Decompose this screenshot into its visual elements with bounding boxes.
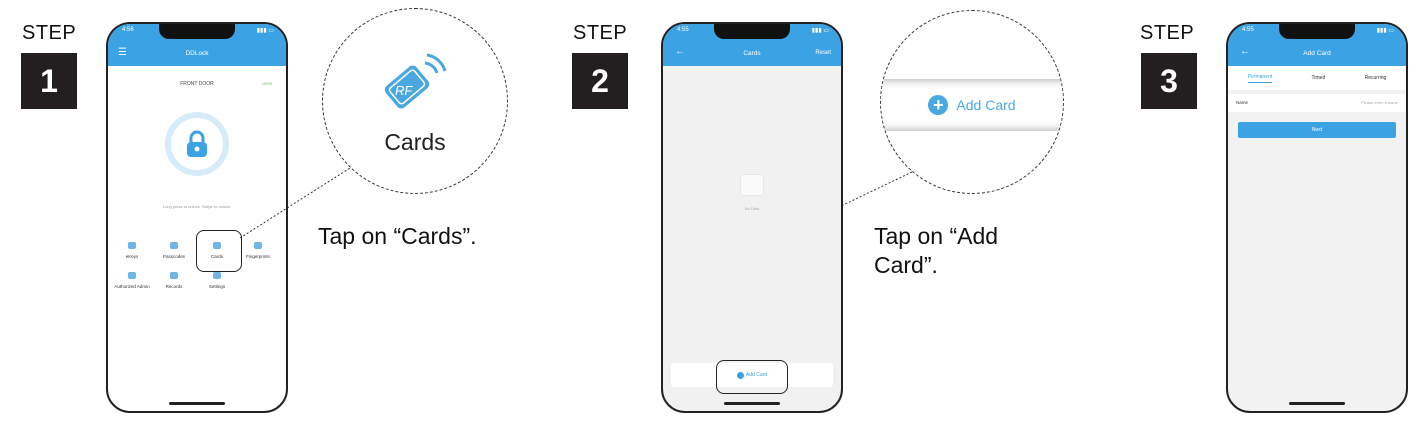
- step-3-label: STEP: [1140, 22, 1195, 44]
- step-2-number: 2: [572, 53, 628, 109]
- menu-ekeys[interactable]: eKeys: [114, 242, 150, 259]
- zoom-add-card-bar: + Add Card: [881, 79, 1063, 131]
- key-icon: [128, 242, 136, 249]
- tab-permanent[interactable]: Permanent: [1247, 74, 1273, 83]
- next-button[interactable]: Next: [1238, 122, 1396, 138]
- status-time: 4:55: [677, 27, 689, 33]
- fingerprint-icon: [254, 242, 262, 249]
- tab-bar: Permanent Timed Recurring: [1228, 66, 1406, 90]
- menu-icon[interactable]: ☰: [118, 47, 127, 58]
- lock-icon: [187, 130, 207, 157]
- name-row: Name Please enter a name: [1228, 94, 1406, 112]
- tab-recurring[interactable]: Recurring: [1364, 75, 1387, 81]
- card-icon: [213, 242, 221, 249]
- home-indicator: [724, 402, 780, 405]
- status-time: 4:55: [1242, 27, 1254, 33]
- reset-button[interactable]: Reset: [815, 50, 831, 56]
- home-indicator: [169, 402, 225, 405]
- phone-notch: [159, 24, 235, 39]
- signal-icon: ▮▮▮ ▭: [811, 28, 829, 34]
- zoom-add-card: + Add Card: [880, 10, 1064, 194]
- empty-state-icon: [740, 174, 764, 196]
- menu-records[interactable]: Records: [156, 272, 192, 289]
- screen-title: Cards: [743, 50, 761, 57]
- step-2-caption: Tap on “Add Card”.: [874, 222, 998, 280]
- step-2-caption-line-2: Card”.: [874, 252, 938, 278]
- menu-fingerprints[interactable]: Fingerprints: [240, 242, 276, 259]
- menu-passcodes[interactable]: Passcodes: [156, 242, 192, 259]
- step-3-number: 3: [1141, 53, 1197, 109]
- screen-title: Add Card: [1303, 50, 1331, 57]
- step-2-caption-line-1: Tap on “Add: [874, 223, 999, 249]
- name-label: Name: [1236, 100, 1249, 105]
- menu-authorized-admin[interactable]: Authorized Admin: [114, 272, 150, 289]
- battery-level: 100%: [261, 81, 272, 86]
- add-card-highlight: [716, 360, 788, 394]
- step-2-label: STEP: [573, 22, 628, 44]
- unlock-hint: Long press to unlock. Swipe to unlock.: [162, 204, 232, 209]
- rf-badge: RF: [395, 83, 413, 98]
- app-title: DDLock: [185, 50, 209, 57]
- phone-step-3: 4:55 ▮▮▮ ▭ ← Add Card Permanent Timed Re…: [1226, 22, 1408, 413]
- signal-icon: ▮▮▮ ▭: [256, 28, 274, 34]
- settings-icon: [213, 272, 221, 279]
- cards-highlight: [196, 230, 242, 272]
- status-time: 4:56: [122, 27, 134, 33]
- admin-icon: [128, 272, 136, 279]
- plus-icon: [736, 371, 744, 379]
- menu-cards[interactable]: Cards: [199, 242, 235, 259]
- zoom-add-card-label: Add Card: [956, 97, 1016, 113]
- step-1-caption: Tap on “Cards”.: [318, 223, 477, 249]
- rf-card-icon: RF: [384, 53, 447, 109]
- step-1-number: 1: [21, 53, 77, 109]
- passcode-icon: [170, 242, 178, 249]
- signal-icon: ▮▮▮ ▭: [1376, 28, 1394, 34]
- name-input[interactable]: Please enter a name: [1361, 100, 1398, 105]
- add-card-button[interactable]: Add Card: [671, 363, 833, 387]
- step-1-label: STEP: [22, 22, 77, 44]
- tab-timed[interactable]: Timed: [1311, 75, 1326, 81]
- phone-step-1: 4:56 ▮▮▮ ▭ ☰ DDLock FRONT DOOR 100% Long…: [106, 22, 288, 413]
- home-indicator: [1289, 402, 1345, 405]
- zoom-cards-label: Cards: [384, 129, 446, 155]
- phone-step-2: 4:55 ▮▮▮ ▭ ← Cards Reset No Data Add Car…: [661, 22, 843, 413]
- back-arrow-icon[interactable]: ←: [675, 46, 685, 57]
- records-icon: [170, 272, 178, 279]
- lock-name[interactable]: FRONT DOOR: [180, 81, 214, 87]
- zoom-cards: RF Cards: [322, 8, 508, 194]
- lock-ring[interactable]: [165, 112, 229, 176]
- empty-state-text: No Data: [744, 206, 760, 211]
- phone-notch: [1279, 24, 1355, 39]
- phone-notch: [714, 24, 790, 39]
- back-arrow-icon[interactable]: ←: [1240, 46, 1250, 57]
- menu-settings[interactable]: Settings: [199, 272, 235, 289]
- plus-circle-icon: +: [928, 95, 949, 115]
